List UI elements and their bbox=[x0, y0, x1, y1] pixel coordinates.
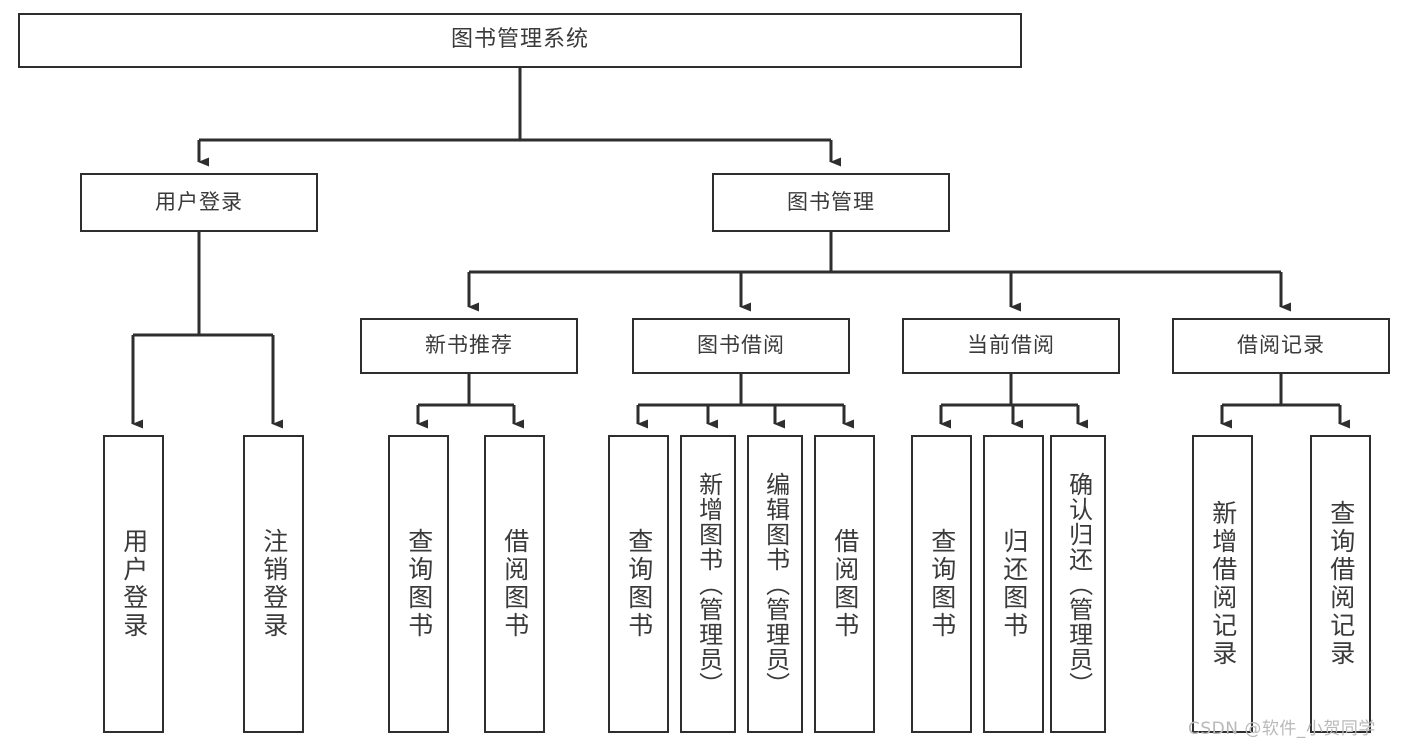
node-label: 图书管理系统 bbox=[450, 27, 589, 53]
node-label: 确认归还（管理员） bbox=[1064, 471, 1093, 697]
node-label: 图书借阅 bbox=[697, 333, 785, 358]
node-label: 借阅图书 bbox=[500, 528, 530, 640]
leaf-query-book-borrow[interactable]: 查询图书 bbox=[608, 435, 669, 733]
leaf-return-book[interactable]: 归还图书 bbox=[983, 435, 1044, 733]
node-label: 查询借阅记录 bbox=[1326, 500, 1356, 668]
node-label: 归还图书 bbox=[999, 528, 1029, 640]
node-label: 查询图书 bbox=[624, 528, 654, 640]
node-book-management[interactable]: 图书管理 bbox=[712, 173, 950, 232]
node-current-borrow[interactable]: 当前借阅 bbox=[902, 318, 1120, 374]
leaf-query-book-new-book[interactable]: 查询图书 bbox=[388, 435, 449, 733]
node-root-book-management-system[interactable]: 图书管理系统 bbox=[18, 13, 1022, 68]
node-label: 编辑图书（管理员） bbox=[761, 471, 790, 697]
node-label: 新书推荐 bbox=[425, 333, 513, 358]
node-label: 用户登录 bbox=[155, 189, 243, 214]
node-new-book-recommendation[interactable]: 新书推荐 bbox=[360, 318, 578, 374]
node-borrow-record[interactable]: 借阅记录 bbox=[1172, 318, 1390, 374]
node-label: 借阅记录 bbox=[1237, 333, 1325, 358]
node-label: 查询图书 bbox=[927, 528, 957, 640]
node-label: 新增借阅记录 bbox=[1208, 500, 1238, 668]
node-label: 当前借阅 bbox=[967, 333, 1055, 358]
leaf-confirm-return-admin[interactable]: 确认归还（管理员） bbox=[1050, 435, 1106, 733]
leaf-add-borrow-record[interactable]: 新增借阅记录 bbox=[1192, 435, 1253, 733]
node-label: 查询图书 bbox=[404, 528, 434, 640]
node-label: 注销登录 bbox=[259, 528, 289, 640]
leaf-query-book-current[interactable]: 查询图书 bbox=[911, 435, 972, 733]
leaf-borrow-book-borrow[interactable]: 借阅图书 bbox=[814, 435, 875, 733]
node-label: 用户登录 bbox=[119, 528, 149, 640]
node-label: 借阅图书 bbox=[830, 528, 860, 640]
leaf-edit-book-admin[interactable]: 编辑图书（管理员） bbox=[747, 435, 803, 733]
leaf-query-borrow-record[interactable]: 查询借阅记录 bbox=[1310, 435, 1371, 733]
node-book-borrow[interactable]: 图书借阅 bbox=[632, 318, 850, 374]
node-label: 图书管理 bbox=[787, 189, 875, 214]
leaf-logout[interactable]: 注销登录 bbox=[243, 435, 304, 733]
leaf-user-login[interactable]: 用户登录 bbox=[103, 435, 164, 733]
node-label: 新增图书（管理员） bbox=[694, 471, 723, 697]
node-user-login[interactable]: 用户登录 bbox=[80, 173, 318, 232]
leaf-borrow-book-new-book[interactable]: 借阅图书 bbox=[484, 435, 545, 733]
leaf-add-book-admin[interactable]: 新增图书（管理员） bbox=[680, 435, 736, 733]
